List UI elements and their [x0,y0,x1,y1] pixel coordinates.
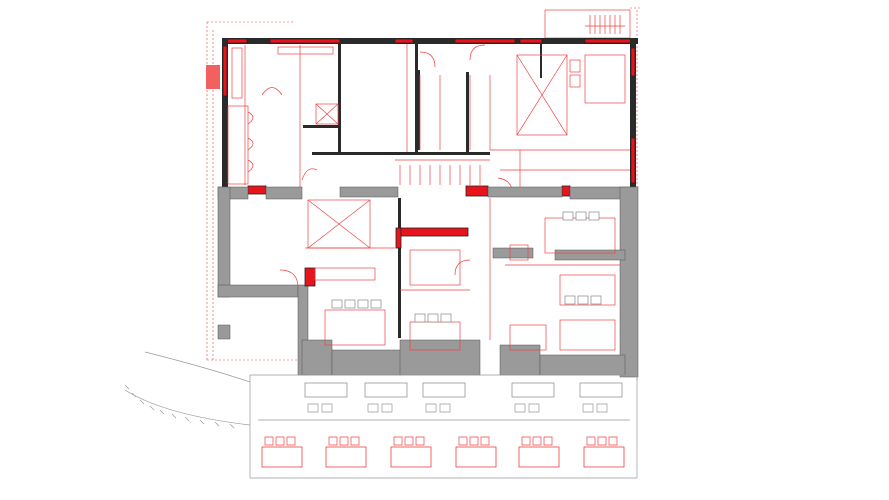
terrace-table [455,436,497,468]
entrance-mat [206,65,220,89]
terrace-table [325,436,367,468]
ground-rooms [279,198,620,351]
exterior-stair [544,9,631,39]
terrace [124,351,638,479]
terrace-table [390,436,432,468]
terrace-table [261,436,303,468]
terrace-tables-gray [304,382,623,413]
terrace-tables-red [261,436,625,468]
terrace-table [583,436,625,468]
upper-wing-fixtures [227,44,630,197]
existing-masonry-walls [217,186,639,378]
terrace-table [518,436,560,468]
